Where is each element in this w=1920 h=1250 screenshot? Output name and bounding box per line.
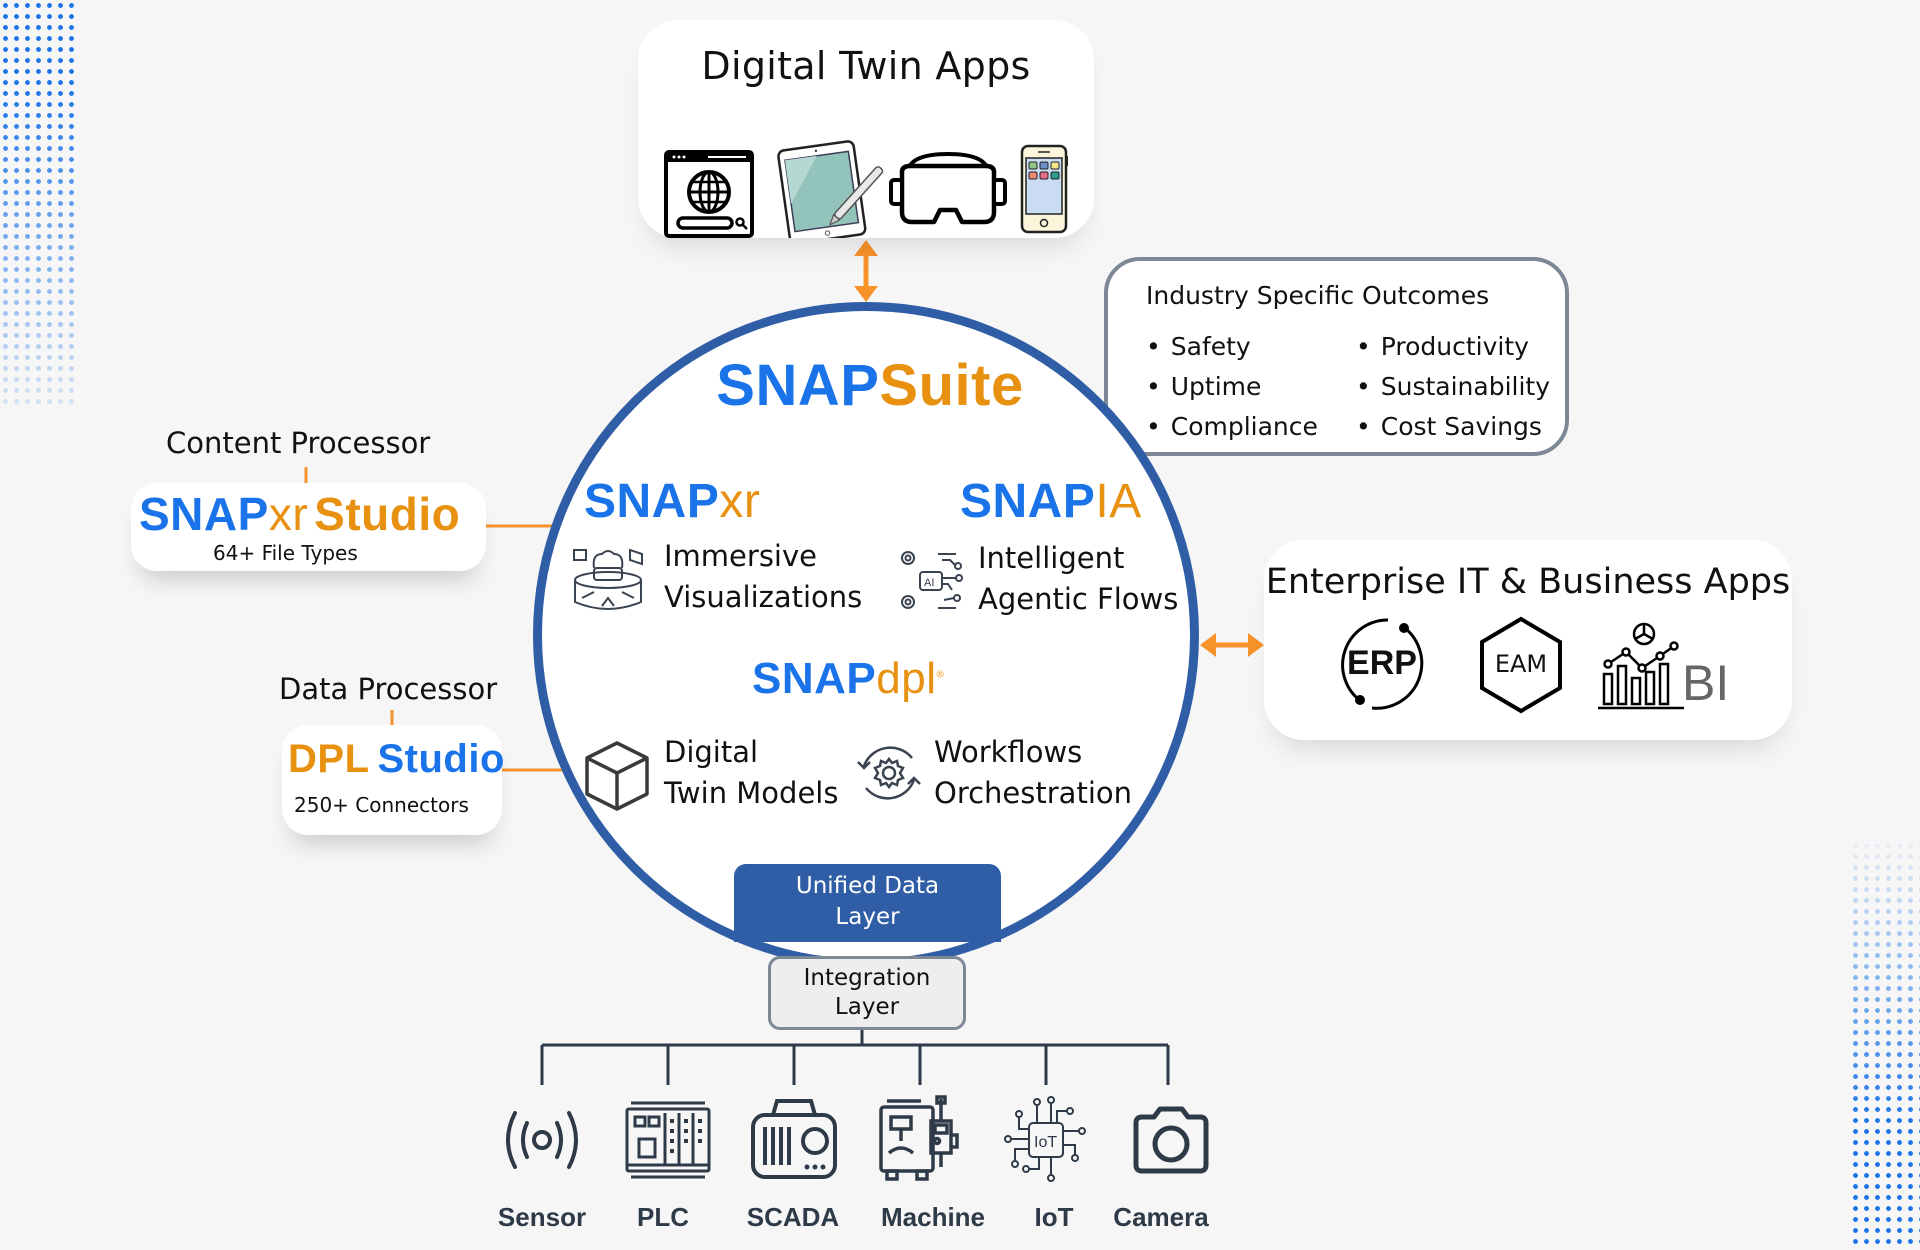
camera-icon (1133, 1106, 1209, 1174)
immersive-visualizations-label: Immersive Visualizations (664, 536, 862, 618)
feature-line: Digital (664, 735, 759, 769)
snapia-logo-snap: SNAP (960, 475, 1096, 528)
sensor-icon (506, 1111, 578, 1169)
iot-icon: IoT (1004, 1096, 1086, 1182)
arrow-suite-to-enterprise (1200, 633, 1264, 657)
machine-icon (879, 1095, 959, 1181)
unified-data-layer-box: Unified Data Layer (734, 864, 1001, 942)
dpl-studio-logo-dpl: DPL (288, 737, 370, 781)
content-processor-label: Content Processor (166, 426, 431, 460)
feature-line: Twin Models (664, 776, 839, 810)
integration-layer-box: Integration Layer (768, 956, 966, 1030)
snapsuite-logo-snap: SNAP (716, 353, 880, 418)
plc-icon (625, 1101, 711, 1179)
feature-line: Orchestration (934, 776, 1133, 810)
snapxr-logo-snap: SNAP (584, 475, 720, 528)
svg-text:IoT: IoT (1034, 1134, 1057, 1151)
integration-tree (540, 1030, 1170, 1085)
industry-outcomes-title: Industry Specific Outcomes (1146, 281, 1490, 310)
outcome-item: Cost Savings (1356, 407, 1550, 447)
workflows-orchestration-label: Workflows Orchestration (934, 732, 1132, 814)
arrow-digital-twin-to-suite (854, 240, 878, 302)
feature-line: Immersive (664, 539, 817, 573)
snapdpl-logo: SNAPdpl® (752, 654, 944, 704)
unified-data-layer-line2: Layer (835, 904, 900, 930)
snapsuite-logo-suite: Suite (879, 353, 1024, 418)
integration-layer-line1: Integration (803, 965, 931, 991)
svg-text:AI: AI (924, 577, 934, 589)
outcome-item: Uptime (1146, 367, 1318, 407)
bi-icon: BI (1598, 622, 1738, 712)
web-browser-icon (664, 150, 754, 238)
source-label-scada: SCADA (746, 1202, 840, 1232)
source-label-machine: Machine (880, 1202, 986, 1232)
file-types-count: 64+ File Types (213, 541, 358, 565)
tablet-stylus-icon (777, 140, 884, 245)
snapdpl-logo-dpl: dpl (876, 654, 937, 703)
studio-logo-xr: xr (268, 488, 309, 540)
feature-line: Intelligent (978, 541, 1125, 575)
snapxr-logo: SNAPxr (584, 474, 760, 529)
source-label-sensor: Sensor (497, 1202, 587, 1232)
outcomes-column-1: Safety Uptime Compliance (1146, 327, 1318, 447)
vr-headset-icon (889, 151, 1007, 225)
scada-icon (751, 1099, 837, 1179)
integration-layer-line2: Layer (834, 994, 900, 1020)
immersive-visualization-icon (573, 548, 643, 610)
source-label-camera: Camera (1113, 1202, 1209, 1232)
outcome-item: Productivity (1356, 327, 1550, 367)
smartphone-icon (1020, 144, 1069, 234)
dot-pattern-bottom-right (1850, 840, 1920, 1250)
snapsuite-logo: SNAPSuite (700, 352, 1040, 419)
outcomes-column-2: Productivity Sustainability Cost Savings (1356, 327, 1550, 447)
snapxr-logo-xr: xr (719, 475, 761, 528)
eam-icon: EAM (1478, 616, 1564, 714)
bi-label: BI (1682, 655, 1730, 711)
erp-label: ERP (1347, 644, 1417, 682)
feature-line: Visualizations (664, 580, 863, 614)
digital-twin-models-label: Digital Twin Models (664, 732, 838, 814)
feature-line: Workflows (934, 735, 1083, 769)
data-processor-label: Data Processor (279, 672, 498, 706)
dpl-studio-logo-studio: Studio (377, 737, 505, 781)
studio-logo-snap: SNAP (139, 488, 269, 540)
connectors-count: 250+ Connectors (294, 793, 469, 817)
source-label-iot: IoT (1034, 1202, 1074, 1232)
feature-line: Agentic Flows (978, 582, 1179, 616)
snapsuite-circle (533, 302, 1199, 968)
unified-data-layer-line1: Unified Data (795, 873, 940, 899)
snapdpl-logo-snap: SNAP (752, 654, 877, 703)
outcome-item: Sustainability (1356, 367, 1550, 407)
industry-outcomes-panel: Industry Specific Outcomes Safety Uptime… (1104, 257, 1569, 456)
outcome-item: Safety (1146, 327, 1318, 367)
studio-logo-studio: Studio (314, 488, 461, 540)
snapia-logo-ia: IA (1095, 475, 1142, 528)
enterprise-apps-title: Enterprise IT & Business Apps (1265, 562, 1791, 602)
eam-label: EAM (1494, 650, 1548, 678)
enterprise-apps-card: Enterprise IT & Business Apps ERP EAM BI (1264, 540, 1792, 740)
ai-agentic-flow-icon: AI (901, 551, 963, 609)
snapia-logo: SNAPIA (960, 474, 1142, 529)
trademark-symbol: ® (936, 669, 945, 681)
outcome-item: Compliance (1146, 407, 1318, 447)
dot-pattern-top-left (0, 0, 78, 405)
digital-twin-apps-title: Digital Twin Apps (701, 44, 1031, 88)
intelligent-agentic-flows-label: Intelligent Agentic Flows (978, 538, 1178, 620)
source-label-plc: PLC (637, 1202, 689, 1232)
cube-icon (585, 741, 649, 811)
workflow-orchestration-icon (857, 746, 921, 800)
erp-icon: ERP (1332, 614, 1432, 714)
digital-twin-apps-card: Digital Twin Apps (638, 20, 1094, 245)
